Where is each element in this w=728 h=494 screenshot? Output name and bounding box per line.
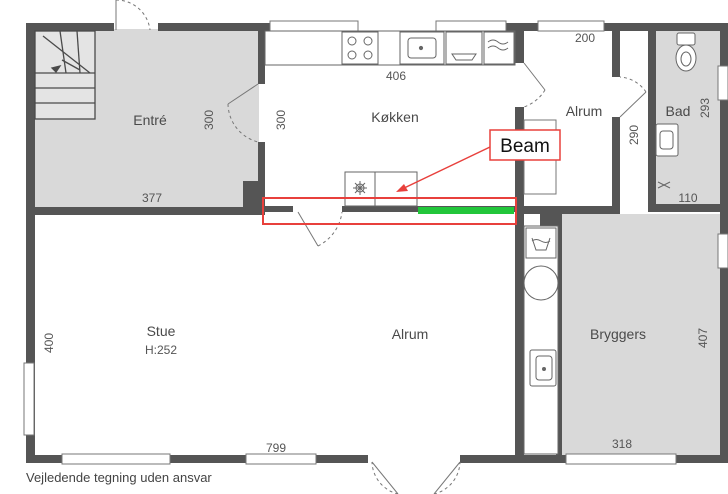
hob-icon bbox=[347, 36, 357, 46]
kitchen-fittings bbox=[264, 30, 516, 207]
dim-bad-height: 293 bbox=[698, 98, 712, 118]
dim-stue-height: 400 bbox=[42, 333, 56, 353]
beam-label: Beam bbox=[500, 136, 550, 157]
dim-bad-width: 110 bbox=[678, 191, 697, 205]
dim-entre-width: 377 bbox=[142, 191, 162, 205]
room-label-alrum-main: Alrum bbox=[392, 326, 429, 342]
dim-kokken-height: 300 bbox=[274, 110, 288, 130]
staircase bbox=[34, 30, 96, 120]
door-swings bbox=[115, 0, 647, 494]
dim-alrum-height: 290 bbox=[627, 125, 641, 145]
room-label-kokken: Køkken bbox=[371, 109, 418, 125]
washing-symbol-icon bbox=[531, 237, 551, 251]
toilet-icon bbox=[675, 44, 697, 72]
utility-fixtures bbox=[523, 225, 559, 455]
bathroom-fixtures bbox=[655, 32, 697, 189]
dim-main-width: 799 bbox=[266, 441, 286, 455]
beam-pointer-arrow bbox=[396, 184, 408, 192]
windows bbox=[23, 20, 728, 465]
disclaimer-note: Vejledende tegning uden ansvar bbox=[26, 470, 212, 485]
bathroom-sink-icon bbox=[655, 123, 679, 157]
room-label-bad: Bad bbox=[666, 103, 691, 119]
sink-icon bbox=[407, 37, 437, 59]
dim-bryggers-width: 318 bbox=[612, 437, 632, 451]
room-label-entre: Entré bbox=[133, 112, 167, 128]
dim-bryggers-height: 407 bbox=[696, 328, 710, 348]
beam-highlight-box bbox=[262, 197, 517, 225]
stue-ceiling-height: H:252 bbox=[145, 343, 177, 357]
beam-label-box bbox=[489, 129, 561, 161]
room-label-bryggers: Bryggers bbox=[590, 326, 646, 342]
beam-pointer-line bbox=[399, 146, 491, 191]
bryggers-floor bbox=[560, 214, 722, 460]
beam-bar bbox=[418, 207, 514, 214]
room-label-alrum-top: Alrum bbox=[566, 103, 603, 119]
dim-kokken-width: 406 bbox=[386, 69, 406, 83]
washing-machine-icon bbox=[523, 265, 559, 301]
dim-entre-height: 300 bbox=[202, 110, 216, 130]
dim-alrum-width: 200 bbox=[575, 31, 595, 45]
room-label-stue: Stue bbox=[147, 323, 176, 339]
